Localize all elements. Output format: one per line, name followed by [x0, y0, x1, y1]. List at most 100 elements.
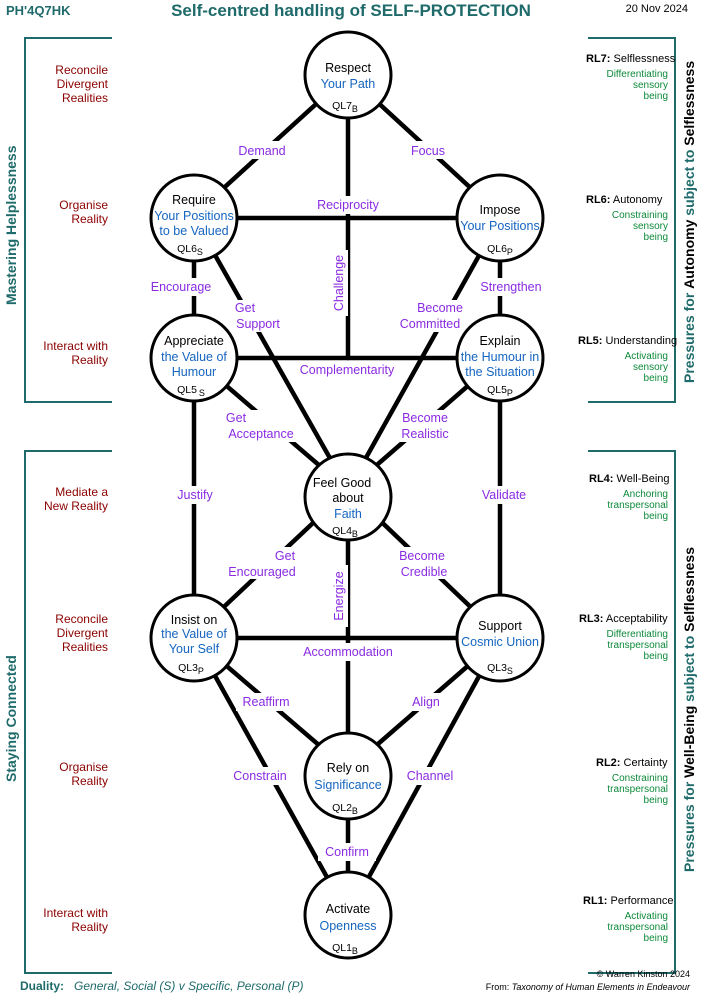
copyright: © Warren Kinston 2024	[596, 969, 690, 979]
node-ql5p-title: Explain	[480, 334, 521, 348]
node-ql1-sub1: Openness	[320, 919, 377, 933]
node-ql4-subscript: B	[352, 529, 358, 539]
label-get-support-1: Get	[235, 301, 256, 315]
left-label-4: Mediate a New Reality	[43, 485, 108, 513]
node-ql5p-sub1: the Humour in	[461, 350, 540, 364]
edge-get-support	[191, 215, 351, 493]
node-ql6p-subscript: P	[507, 247, 513, 257]
node-ql5s-sub2: Humour	[172, 365, 216, 379]
node-ql6p-title: Impose	[480, 203, 521, 217]
label-energize: Energize	[332, 571, 346, 620]
node-ql1-code: QL1	[332, 942, 352, 954]
node-ql3p-title: Insist on	[171, 613, 218, 627]
node-ql3s-code: QL3	[487, 662, 507, 674]
node-ql6s: Require Your Positions to be Valued QL6S	[149, 173, 239, 263]
node-ql4-title: Feel Good	[313, 476, 371, 490]
node-ql1: Activate Openness QL1B	[303, 870, 393, 960]
label-validate: Validate	[482, 488, 526, 502]
svg-text:QL3S: QL3S	[487, 662, 513, 676]
svg-text:QL5P: QL5P	[487, 384, 513, 398]
node-ql2-subscript: B	[352, 806, 358, 816]
node-ql4-code: QL4	[332, 525, 352, 537]
node-ql7-title: Respect	[325, 61, 371, 75]
svg-text:QL6S: QL6S	[177, 243, 203, 257]
node-ql6s-sub2: to be Valued	[159, 224, 228, 238]
left-label-6: Organise Reality	[59, 760, 108, 788]
node-ql2-title: Rely on	[327, 761, 369, 775]
svg-text:QL3P: QL3P	[178, 662, 204, 676]
left-bracket-bottom	[24, 450, 112, 974]
label-get-encouraged-1: Get	[275, 549, 296, 563]
node-ql5s-subscript: S	[199, 388, 205, 398]
label-reaffirm: Reaffirm	[242, 695, 289, 709]
label-demand: Demand	[238, 144, 285, 158]
source-citation: From: Taxonomy of Human Elements in Ende…	[485, 982, 690, 992]
node-ql7-sub1: Your Path	[321, 77, 375, 91]
node-ql5s-code: QL5	[177, 384, 197, 396]
node-ql6s-sub1: Your Positions	[154, 209, 233, 223]
svg-text:QL4B: QL4B	[332, 525, 358, 539]
date: 20 Nov 2024	[625, 3, 688, 15]
node-ql2: Rely on Significance QL2B	[303, 731, 393, 821]
node-ql5p-sub2: the Situation	[465, 365, 535, 379]
label-challenge: Challenge	[332, 255, 346, 311]
node-ql4-title2: about	[332, 491, 364, 505]
label-become-realistic-2: Realistic	[401, 427, 448, 441]
label-get-acceptance-2: Acceptance	[228, 427, 293, 441]
left-label-5: Reconcile Divergent Realities	[55, 612, 108, 654]
label-encourage: Encourage	[151, 280, 212, 294]
node-ql3s-subscript: S	[507, 666, 513, 676]
label-become-committed-2: Committed	[400, 317, 460, 331]
node-ql5p-code: QL5	[487, 384, 507, 396]
nodes: Respect Your Path QL7B Require Your Posi…	[149, 30, 545, 960]
edge-become-committed	[345, 215, 503, 493]
right-bracket-top	[588, 37, 676, 403]
page-title: Self-centred handling of SELF-PROTECTION	[171, 1, 531, 20]
label-get-acceptance-1: Get	[226, 411, 247, 425]
label-reciprocity: Reciprocity	[317, 198, 380, 212]
right-bracket-bottom	[588, 450, 676, 974]
node-ql3s-sub1: Cosmic Union	[461, 635, 539, 649]
source-title: Taxonomy of Human Elements in Endeavour	[511, 982, 690, 992]
left-bracket-top	[24, 37, 112, 403]
node-ql2-code: QL2	[332, 802, 352, 814]
node-ql1-title: Activate	[326, 902, 371, 916]
node-ql1-subscript: B	[352, 946, 358, 956]
label-align: Align	[412, 695, 440, 709]
node-ql6p-code: QL6	[487, 243, 507, 255]
label-strengthen: Strengthen	[480, 280, 541, 294]
node-ql4: Feel Good about Faith QL4B	[303, 452, 393, 542]
node-ql2-sub1: Significance	[314, 778, 381, 792]
label-become-committed-1: Become	[417, 301, 463, 315]
left-label-7: Interact with Reality	[43, 906, 108, 934]
label-accommodation: Accommodation	[303, 645, 393, 659]
left-label-2: Organise Reality	[59, 198, 108, 226]
node-ql3p-sub1: the Value of	[161, 627, 227, 641]
node-ql6s-code: QL6	[177, 243, 197, 255]
node-ql6s-title: Require	[172, 193, 216, 207]
node-ql5s-title: Appreciate	[164, 334, 224, 348]
label-constrain: Constrain	[233, 769, 287, 783]
node-ql3s: Support Cosmic Union QL3S	[455, 593, 545, 683]
label-confirm: Confirm	[325, 845, 369, 859]
svg-text:QL7B: QL7B	[332, 100, 358, 114]
node-ql5p-subscript: P	[507, 388, 513, 398]
node-ql7-code: QL7	[332, 100, 352, 112]
node-ql6p: Impose Your Positions QL6P	[455, 173, 545, 263]
label-get-encouraged-2: Encouraged	[228, 565, 295, 579]
duality-footer: Duality: General, Social (S) v Specific,…	[20, 979, 303, 993]
node-ql6p-sub1: Your Positions	[460, 219, 539, 233]
label-become-credible-1: Become	[399, 549, 445, 563]
left-label-3: Interact with Reality	[43, 339, 108, 367]
node-ql3p-sub2: Your Self	[169, 642, 220, 656]
label-channel: Channel	[407, 769, 454, 783]
label-get-support-2: Support	[236, 317, 280, 331]
node-ql4-sub1: Faith	[334, 507, 362, 521]
